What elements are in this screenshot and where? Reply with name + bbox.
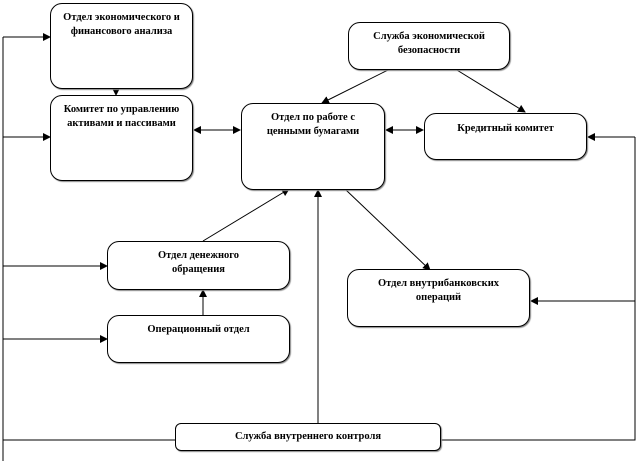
node-econ-analysis: Отдел экономического и финансового анали… <box>50 3 193 89</box>
node-econ-security: Служба экономической безопасности <box>348 22 510 70</box>
node-label: Операционный отдел <box>147 324 250 335</box>
control-right-line <box>441 137 636 441</box>
node-label: Служба внутреннего контроля <box>234 431 382 442</box>
node-alco: Комитет по управлению активами и пассива… <box>50 95 193 181</box>
node-label: Кредитный комитет <box>457 123 554 134</box>
node-label: Комитет по управлению активами и пассива… <box>63 104 180 129</box>
node-label: Отдел денежного обращения <box>157 250 240 275</box>
node-cash-circulation: Отдел денежного обращения <box>107 241 290 290</box>
node-internal-control: Служба внутреннего контроля <box>175 423 441 451</box>
node-label: Отдел экономического и финансового анали… <box>63 12 180 37</box>
arrow-security-to-credit <box>451 66 526 113</box>
node-intrabank: Отдел внутрибанковских операций <box>347 269 530 327</box>
node-label: Служба экономической безопасности <box>373 31 485 56</box>
node-label: Отдел по работе с ценными бумагами <box>266 112 360 137</box>
node-label: Отдел внутрибанковских операций <box>377 278 500 303</box>
arrow-security-to-securities <box>321 66 395 104</box>
node-credit-committee: Кредитный комитет <box>424 113 587 160</box>
arrow-securities-to-intrabank <box>345 189 431 271</box>
node-operations: Операционный отдел <box>107 315 290 363</box>
arrow-cash-to-securities <box>202 188 290 242</box>
node-securities: Отдел по работе с ценными бумагами <box>241 103 385 190</box>
